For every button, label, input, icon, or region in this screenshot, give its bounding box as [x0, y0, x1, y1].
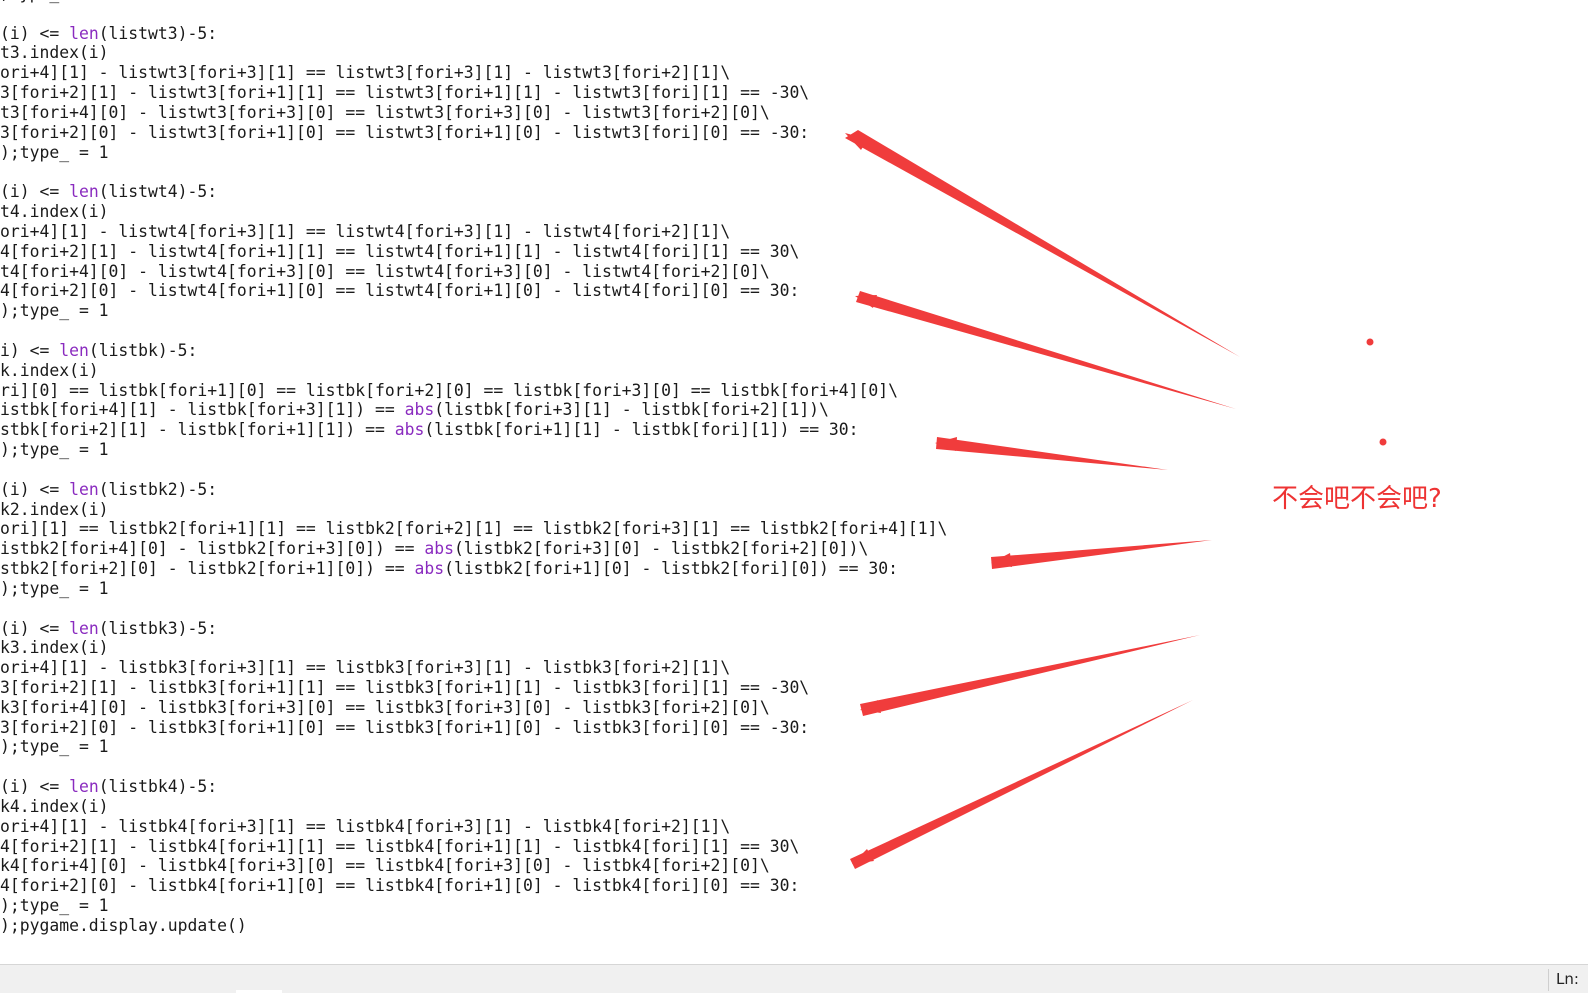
annotation-arrow-4 [991, 540, 1212, 569]
code-line: );type_ = 1 [0, 737, 109, 757]
code-keyword: len [69, 479, 99, 499]
code-line: 3[fori+2][1] - listwt3[fori+1][1] == lis… [0, 83, 810, 103]
status-bar: Ln: [0, 964, 1588, 994]
code-line: (i) <= len(listwt4)-5: [0, 182, 218, 202]
code-line: t3.index(i) [0, 43, 109, 63]
code-keyword: abs [414, 559, 445, 579]
code-line: 4[fori+2][0] - listwt4[fori+1][0] == lis… [0, 281, 800, 301]
code-line: t4[fori+4][0] - listwt4[fori+3][0] == li… [0, 261, 770, 281]
code-line: stbk[fori+2][1] - listbk[fori+1][1]) == … [0, 420, 859, 440]
code-line: );type_ = 1 [0, 301, 109, 321]
code-keyword: abs [394, 420, 425, 440]
annotation-arrow-3 [936, 437, 1168, 470]
code-line: ori+4][1] - listbk3[fori+3][1] == listbk… [0, 658, 731, 678]
code-line [0, 460, 947, 480]
status-bar-cell [236, 990, 282, 994]
code-line: t3[fori+4][0] - listwt3[fori+3][0] == li… [0, 102, 770, 122]
code-line: );type_ = 1 [0, 440, 109, 460]
code-line: ri][0] == listbk[fori+1][0] == listbk[fo… [0, 380, 898, 400]
code-line: );type_ = 1 [0, 578, 109, 598]
line-position-label: Ln: [1556, 970, 1579, 988]
code-line: ori+4][1] - listwt4[fori+3][1] == listwt… [0, 221, 731, 241]
code-keyword: len [69, 23, 99, 43]
code-line: );type_ = 1 [0, 142, 109, 162]
code-line: 4[fori+2][0] - listbk4[fori+1][0] == lis… [0, 876, 800, 896]
code-line: k3[fori+4][0] - listbk3[fori+3][0] == li… [0, 697, 770, 717]
code-line: )type_ = 1 [0, 0, 947, 4]
code-line: i) <= len(listbk)-5: [0, 340, 198, 360]
code-keyword: len [69, 182, 99, 202]
code-line: 3[fori+2][0] - listwt3[fori+1][0] == lis… [0, 122, 810, 142]
code-editor[interactable]: )type_ = 1 (i) <= len(listwt3)-5:t3.inde… [0, 0, 1588, 964]
code-line: 3[fori+2][0] - listbk3[fori+1][0] == lis… [0, 717, 810, 737]
code-line: (i) <= len(listbk3)-5: [0, 618, 218, 638]
code-line: ori+4][1] - listwt3[fori+3][1] == listwt… [0, 63, 731, 83]
code-line: (i) <= len(listbk2)-5: [0, 479, 218, 499]
code-line: k4.index(i) [0, 796, 109, 816]
code-line [0, 321, 947, 341]
code-line [0, 757, 947, 777]
code-line [0, 162, 947, 182]
code-keyword: len [59, 340, 89, 360]
code-keyword: len [69, 618, 99, 638]
code-keyword: len [69, 777, 99, 797]
code-line: istbk[fori+4][1] - listbk[fori+3][1]) ==… [0, 400, 829, 420]
code-line: t4.index(i) [0, 202, 109, 222]
code-line: );type_ = 1 [0, 896, 109, 916]
code-line: 4[fori+2][1] - listwt4[fori+1][1] == lis… [0, 241, 800, 261]
code-keyword: abs [404, 400, 435, 420]
code-line: 3[fori+2][1] - listbk3[fori+1][1] == lis… [0, 677, 810, 697]
status-bar-divider [1548, 969, 1549, 991]
code-line: ori][1] == listbk2[fori+1][1] == listbk2… [0, 519, 948, 539]
code-line: (i) <= len(listbk4)-5: [0, 777, 218, 797]
code-line: ori+4][1] - listbk4[fori+3][1] == listbk… [0, 816, 731, 836]
code-text-area[interactable]: )type_ = 1 (i) <= len(listwt3)-5:t3.inde… [0, 0, 947, 936]
code-line: );pygame.display.update() [0, 915, 247, 935]
code-line: k3.index(i) [0, 638, 109, 658]
annotation-text: 不会吧不会吧? [1272, 484, 1442, 514]
code-line: k4[fori+4][0] - listbk4[fori+3][0] == li… [0, 856, 770, 876]
code-line [0, 599, 947, 619]
code-keyword: abs [424, 539, 454, 559]
code-line: istbk2[fori+4][0] - listbk2[fori+3][0]) … [0, 539, 869, 559]
code-line: (i) <= len(listwt3)-5: [0, 23, 218, 43]
code-line [0, 4, 947, 24]
code-line: 4[fori+2][1] - listbk4[fori+1][1] == lis… [0, 836, 800, 856]
annotation-dot [1366, 338, 1374, 346]
code-line: k2.index(i) [0, 499, 109, 519]
annotation-dot [1379, 438, 1387, 446]
code-line: k.index(i) [0, 360, 99, 380]
code-line: stbk2[fori+2][0] - listbk2[fori+1][0]) =… [0, 559, 899, 579]
